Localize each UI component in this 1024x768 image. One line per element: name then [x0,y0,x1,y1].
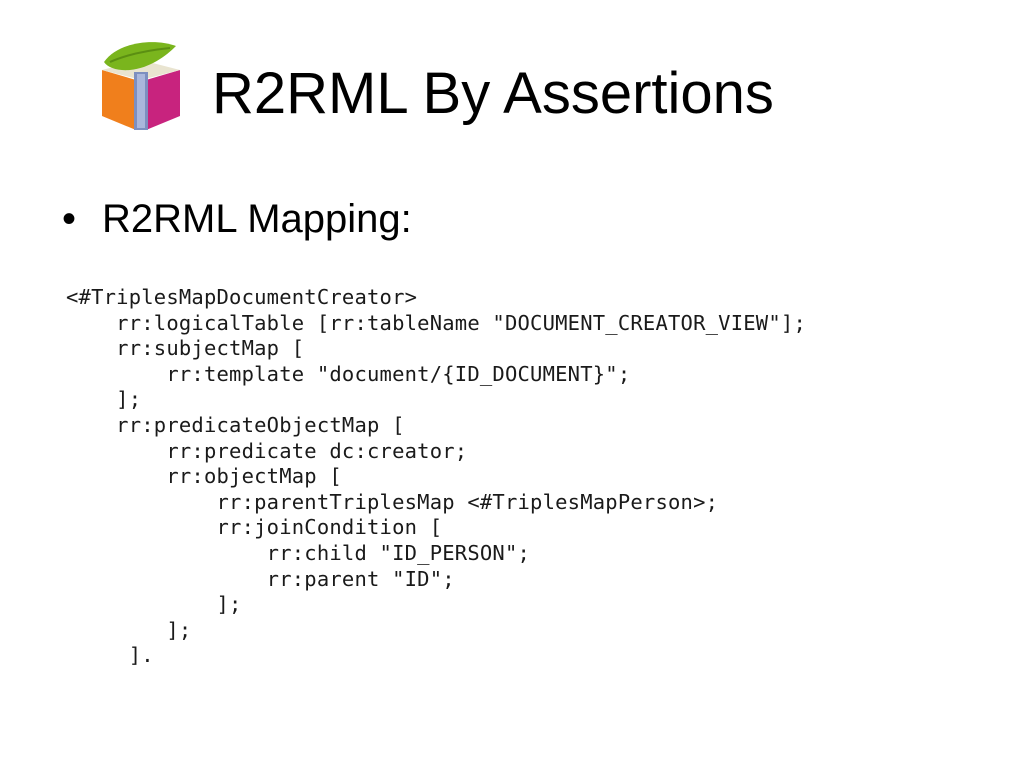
code-line: rr:logicalTable [rr:tableName "DOCUMENT_… [66,310,806,335]
cube-logo-icon [102,42,180,130]
code-line: rr:child "ID_PERSON"; [66,540,531,565]
code-line: rr:joinCondition [ [66,515,443,540]
code-line: ]; [66,387,142,412]
bullet-symbol: • [62,197,77,241]
code-line: rr:objectMap [ [66,464,342,489]
code-line: rr:template "document/{ID_DOCUMENT}"; [66,361,631,386]
code-line: rr:subjectMap [ [66,336,305,361]
code-line: rr:predicate dc:creator; [66,438,468,463]
code-line: rr:parent "ID"; [66,566,455,591]
slide-title: R2RML By Assertions [212,61,774,126]
code-line: ]; [66,592,242,617]
logo-leaf [104,42,176,71]
code-line: rr:predicateObjectMap [ [66,412,405,437]
code-line: <#TriplesMapDocumentCreator> [66,285,418,309]
code-line: ]. [66,643,154,668]
code-line: rr:parentTriplesMap <#TriplesMapPerson>; [66,489,719,514]
logo-orange-face [102,70,136,130]
code-line: ]; [66,617,192,642]
logo-magenta-face [146,70,180,130]
code-block: <#TriplesMapDocumentCreator> rr:logicalT… [66,285,806,669]
bullet-text: R2RML Mapping: [102,197,412,241]
bullet-item: • R2RML Mapping: [62,193,412,245]
